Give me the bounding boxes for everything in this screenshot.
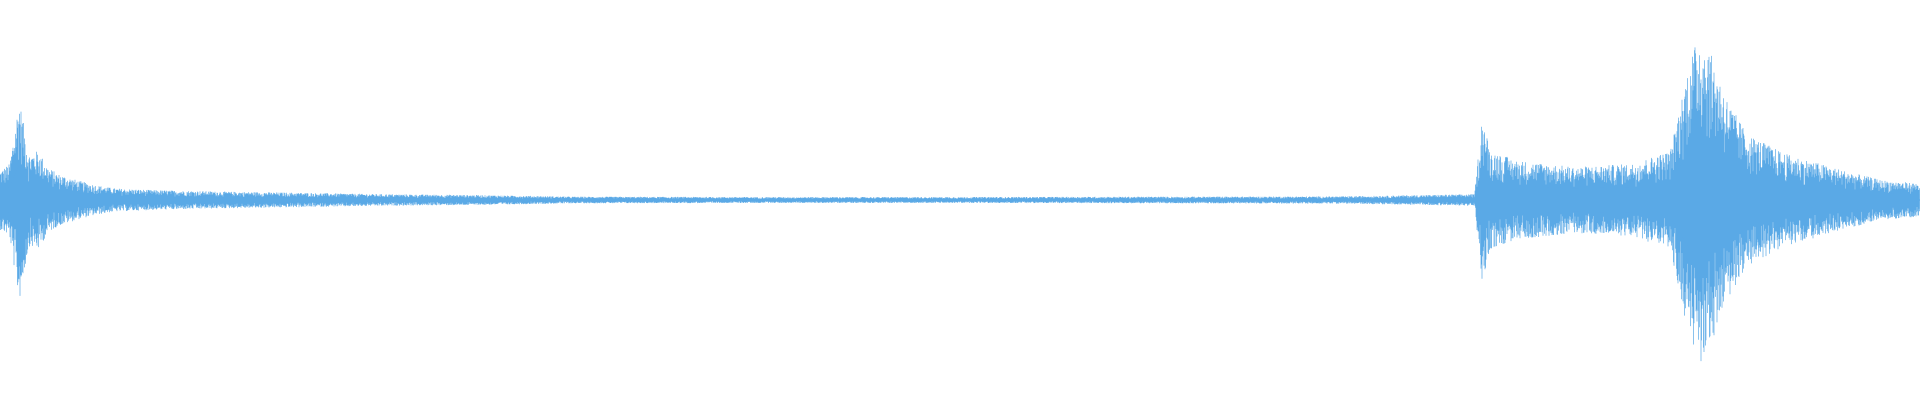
waveform-samples	[0, 47, 1920, 362]
